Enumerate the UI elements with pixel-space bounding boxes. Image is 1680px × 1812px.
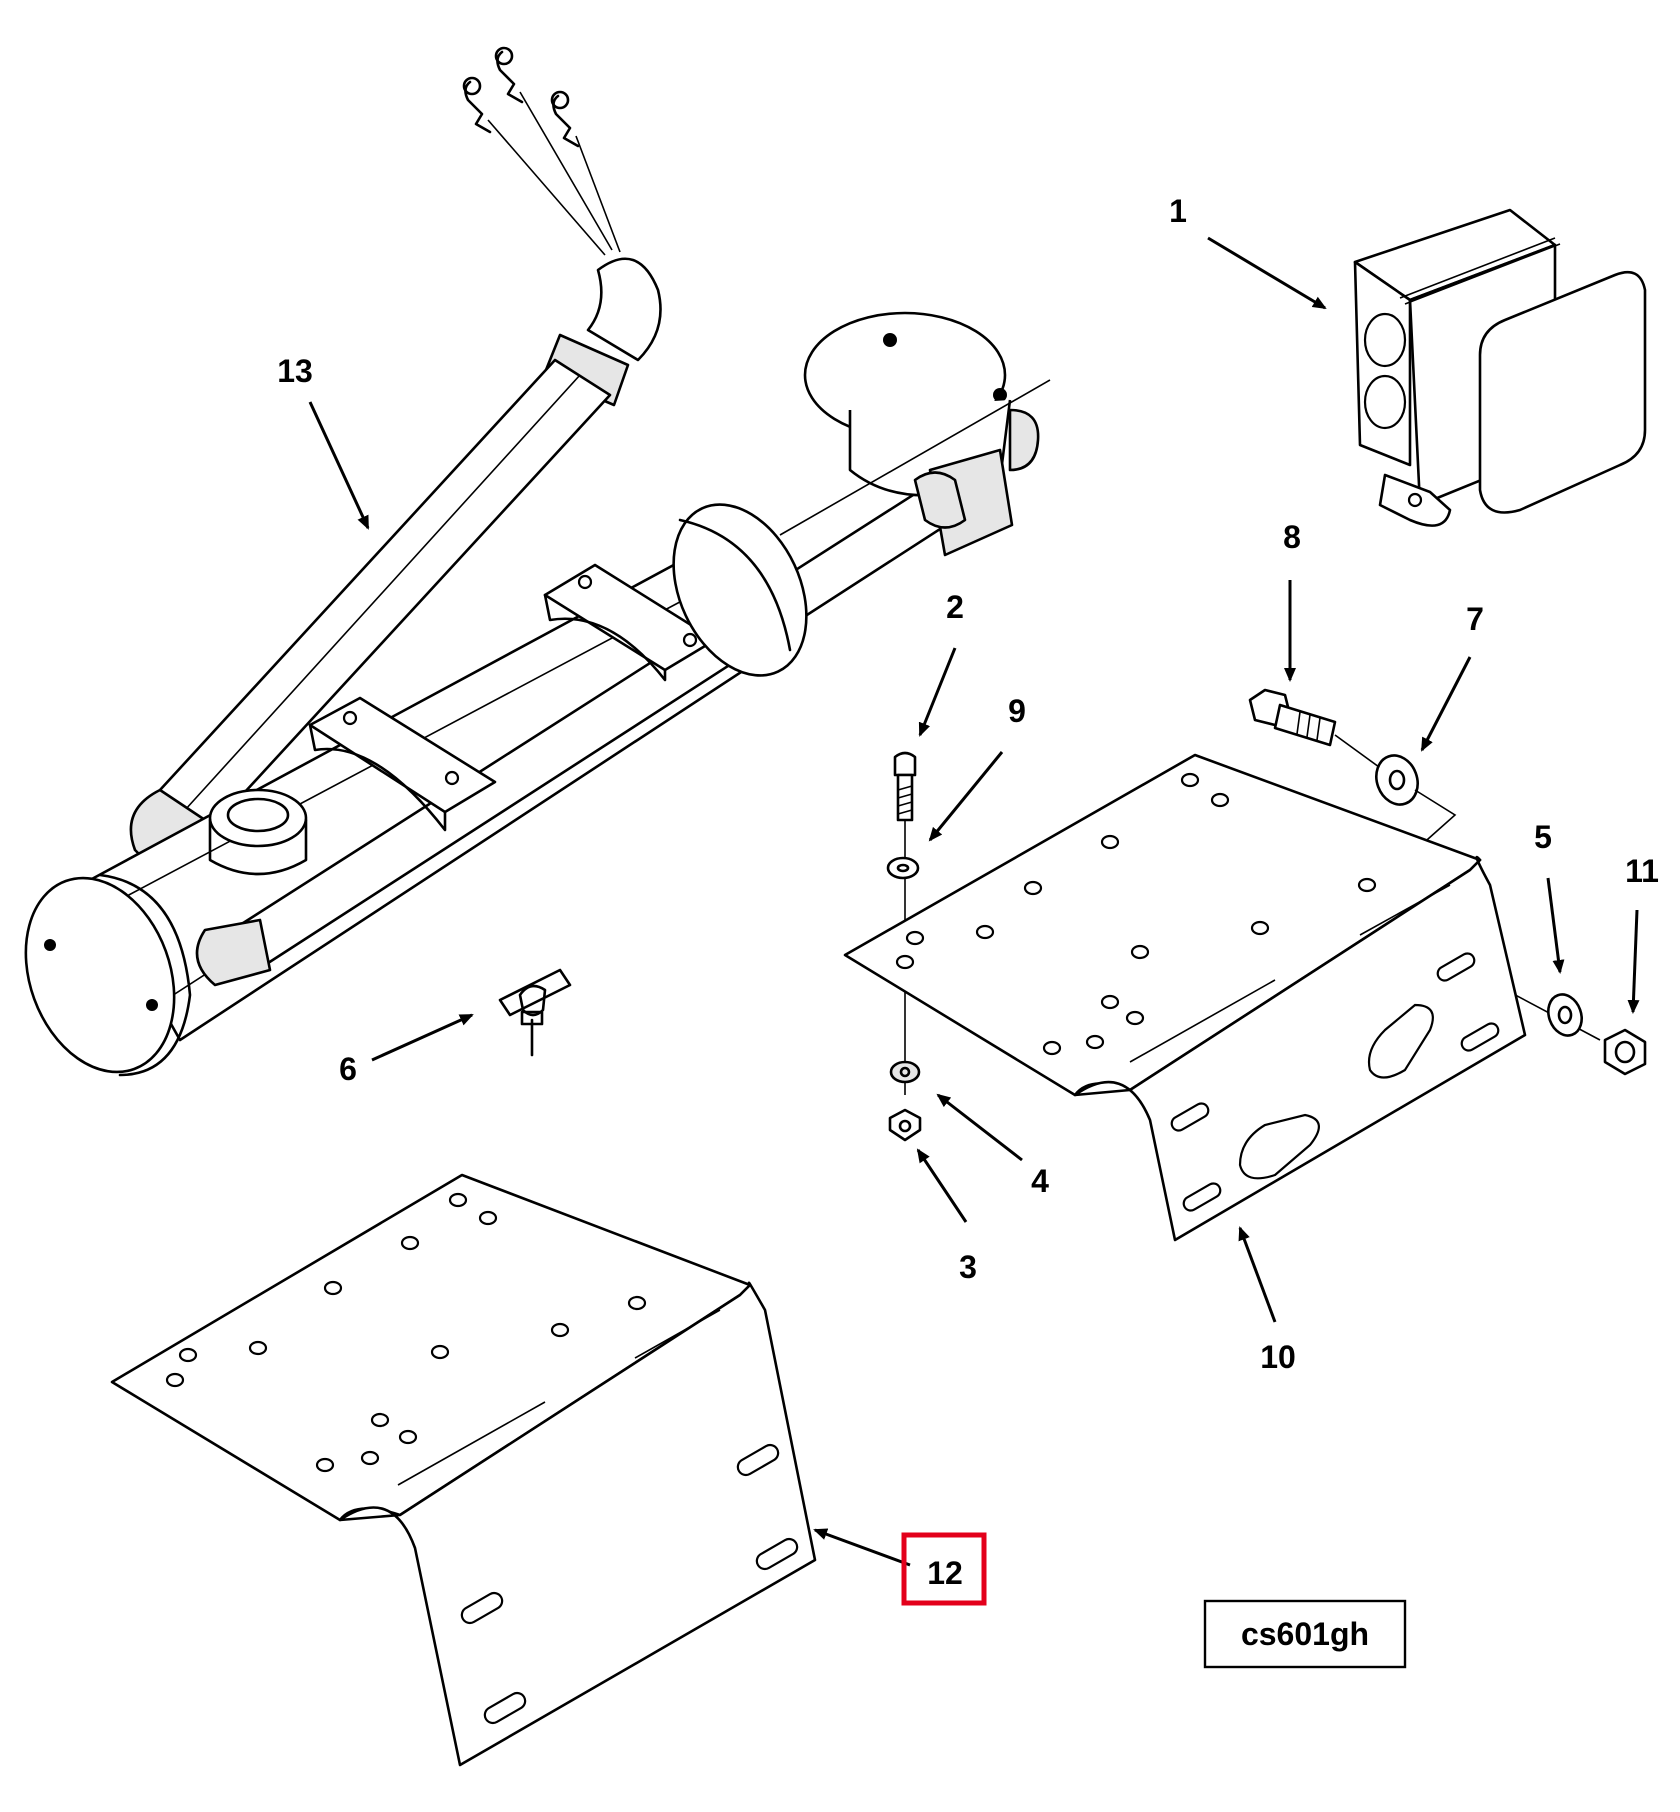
- arrow-6: [371, 1013, 474, 1062]
- callout-13: 13: [277, 353, 313, 389]
- arrow-7: [1420, 656, 1472, 752]
- control-box: [1353, 208, 1647, 527]
- conduit-elbow-top: [586, 257, 662, 362]
- fastener-washer-nut: [1439, 954, 1647, 1076]
- arrow-1: [1207, 236, 1327, 310]
- arrow-5: [1546, 877, 1565, 974]
- arrow-9: [928, 751, 1004, 842]
- arrow-2: [918, 647, 957, 737]
- arrow-13: [308, 401, 370, 530]
- callout-8: 8: [1283, 519, 1301, 555]
- callout-arrows: [308, 236, 1640, 1567]
- callout-9: 9: [1008, 693, 1026, 729]
- callout-labels: 1 2 3 4 5 6 7 8 9 10 11 13 12: [277, 193, 1659, 1606]
- fastener-stack-left: [886, 751, 922, 1142]
- heater-tube-assembly: [24, 46, 1051, 1077]
- wire-lugs: [462, 46, 621, 256]
- reference-code-box: cs601gh: [1203, 1599, 1407, 1669]
- bracket-lower-holes: [165, 1192, 647, 1473]
- highlight-box: [901, 1532, 987, 1606]
- end-cap: [24, 876, 176, 1074]
- arrow-3: [916, 1148, 968, 1223]
- callout-11: 11: [1625, 853, 1659, 889]
- callout-2: 2: [946, 589, 964, 625]
- mounting-bracket-upper: [843, 753, 1527, 1242]
- callout-1: 1: [1169, 193, 1187, 229]
- bracket-lower-side: [338, 1281, 817, 1767]
- callout-3: 3: [959, 1249, 977, 1285]
- callout-10: 10: [1260, 1339, 1296, 1375]
- callout-5: 5: [1534, 819, 1552, 855]
- bracket-upper-side: [1073, 855, 1527, 1242]
- callout-12: 12: [927, 1555, 963, 1591]
- arrow-12: [813, 1528, 911, 1567]
- element-flange: [672, 503, 808, 677]
- callout-4: 4: [1031, 1163, 1049, 1199]
- clip: [498, 968, 572, 1057]
- callout-7: 7: [1466, 601, 1484, 637]
- callout-6: 6: [339, 1051, 357, 1087]
- reference-code: cs601gh: [1241, 1616, 1369, 1652]
- mounting-bracket-lower: [110, 1173, 817, 1767]
- arrow-11: [1627, 909, 1640, 1014]
- fastener-bolt-washer: [1248, 688, 1457, 856]
- arrow-4: [936, 1093, 1023, 1162]
- arrow-10: [1238, 1226, 1277, 1323]
- bracket-upper-holes: [895, 772, 1377, 1056]
